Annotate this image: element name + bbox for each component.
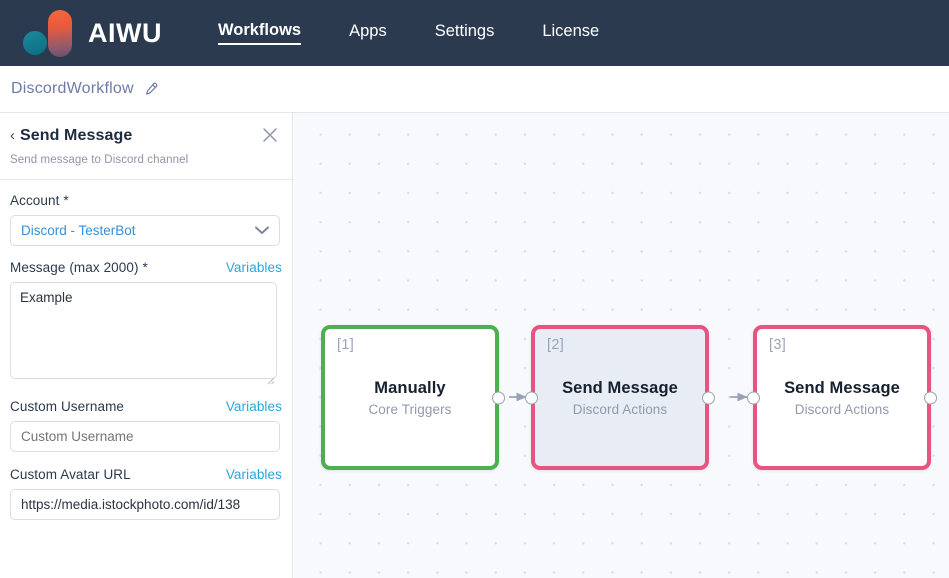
field-custom-avatar-url-label: Custom Avatar URL — [10, 467, 131, 482]
required-marker: * — [63, 193, 69, 208]
panel-form: Account * Discord - TesterBot Message (m… — [0, 180, 292, 520]
top-navigation-bar: AIWU Workflows Apps Settings License — [0, 0, 949, 66]
field-account-label-row: Account * — [10, 193, 282, 208]
nav-item-license[interactable]: License — [542, 22, 600, 40]
field-account: Account * Discord - TesterBot — [10, 193, 282, 246]
node-index-label: [2] — [547, 337, 565, 353]
node-content: Send Message Discord Actions — [757, 329, 927, 466]
node-subtitle: Discord Actions — [572, 401, 668, 417]
node-subtitle: Discord Actions — [794, 401, 890, 417]
chevron-down-icon — [255, 222, 269, 240]
message-textarea-wrap — [10, 282, 277, 385]
workflow-name: DiscordWorkflow — [11, 80, 134, 97]
pencil-icon[interactable] — [143, 82, 158, 97]
workflow-node-2[interactable]: [2] Send Message Discord Actions — [525, 325, 715, 470]
field-message: Message (max 2000) * Variables — [10, 260, 282, 385]
node-title: Send Message — [562, 378, 678, 397]
workflow-node-3[interactable]: [3] Send Message Discord Actions — [747, 325, 937, 470]
brand-name: AIWU — [88, 17, 162, 48]
node-subtitle: Core Triggers — [368, 401, 452, 417]
node-content: Send Message Discord Actions — [535, 329, 705, 466]
field-message-label-row: Message (max 2000) * Variables — [10, 260, 282, 275]
panel-header: ‹ Send Message Send message to Discord c… — [0, 113, 292, 180]
custom-username-variables-link[interactable]: Variables — [225, 399, 282, 414]
chevron-left-icon: ‹ — [10, 127, 15, 144]
node-output-port[interactable] — [702, 391, 715, 404]
node-settings-panel: ‹ Send Message Send message to Discord c… — [0, 113, 293, 578]
account-select[interactable]: Discord - TesterBot — [10, 215, 280, 246]
message-input[interactable] — [10, 282, 277, 379]
node-content: Manually Core Triggers — [325, 329, 495, 466]
nav-item-settings[interactable]: Settings — [434, 22, 495, 40]
account-select-value: Discord - TesterBot — [21, 223, 136, 238]
node-index-label: [3] — [769, 337, 787, 353]
node-index-label: [1] — [337, 337, 355, 353]
field-account-label: Account * — [10, 193, 69, 208]
logo-pill-shape — [48, 10, 72, 57]
node-output-port[interactable] — [492, 391, 505, 404]
custom-avatar-url-input[interactable] — [10, 489, 280, 520]
node-input-port[interactable] — [525, 391, 538, 404]
field-custom-username-label: Custom Username — [10, 399, 125, 414]
close-icon[interactable] — [260, 125, 280, 145]
field-custom-avatar-url: Custom Avatar URL Variables — [10, 467, 282, 520]
field-custom-avatar-url-label-row: Custom Avatar URL Variables — [10, 467, 282, 482]
brand-logo[interactable]: AIWU — [22, 5, 166, 61]
field-custom-username: Custom Username Variables — [10, 399, 282, 452]
node-input-port[interactable] — [747, 391, 760, 404]
custom-username-input[interactable] — [10, 421, 280, 452]
panel-subtitle: Send message to Discord channel — [10, 154, 189, 166]
main-nav: Workflows Apps Settings License — [217, 0, 647, 66]
breadcrumb: DiscordWorkflow — [0, 66, 949, 113]
workflow-canvas[interactable]: [1] Manually Core Triggers [2] Send Mess… — [294, 113, 949, 578]
nav-item-workflows[interactable]: Workflows — [217, 21, 302, 45]
aiwu-logo-icon — [22, 7, 78, 59]
field-message-label: Message (max 2000) * — [10, 260, 148, 275]
custom-avatar-url-variables-link[interactable]: Variables — [225, 467, 282, 482]
panel-title: Send Message — [20, 127, 133, 144]
node-title: Send Message — [784, 378, 900, 397]
node-output-port[interactable] — [924, 391, 937, 404]
logo-circle-shape — [23, 31, 47, 55]
nav-item-apps[interactable]: Apps — [349, 22, 387, 40]
message-variables-link[interactable]: Variables — [225, 260, 282, 275]
required-marker: * — [142, 260, 148, 275]
node-title: Manually — [374, 378, 446, 397]
panel-back-button[interactable]: ‹ Send Message — [10, 127, 280, 145]
workflow-node-1[interactable]: [1] Manually Core Triggers — [321, 325, 505, 470]
field-custom-username-label-row: Custom Username Variables — [10, 399, 282, 414]
